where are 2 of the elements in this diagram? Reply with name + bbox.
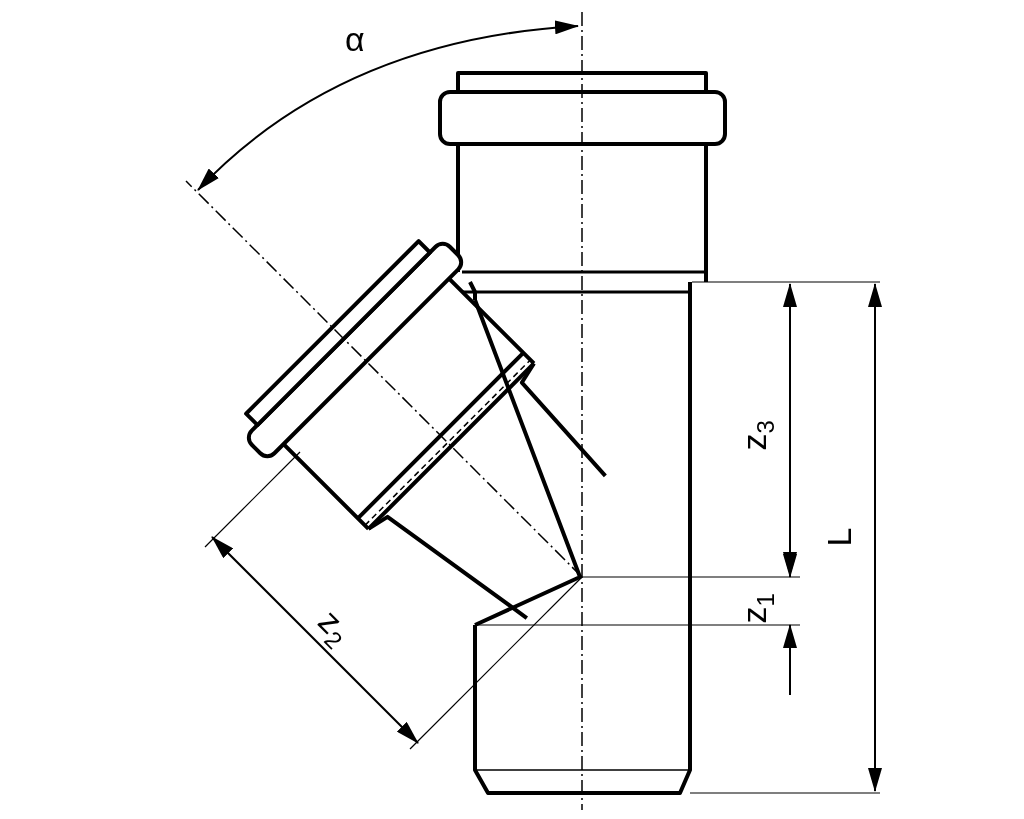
angle-label: α xyxy=(345,22,365,56)
dimension-label: L xyxy=(822,527,857,547)
